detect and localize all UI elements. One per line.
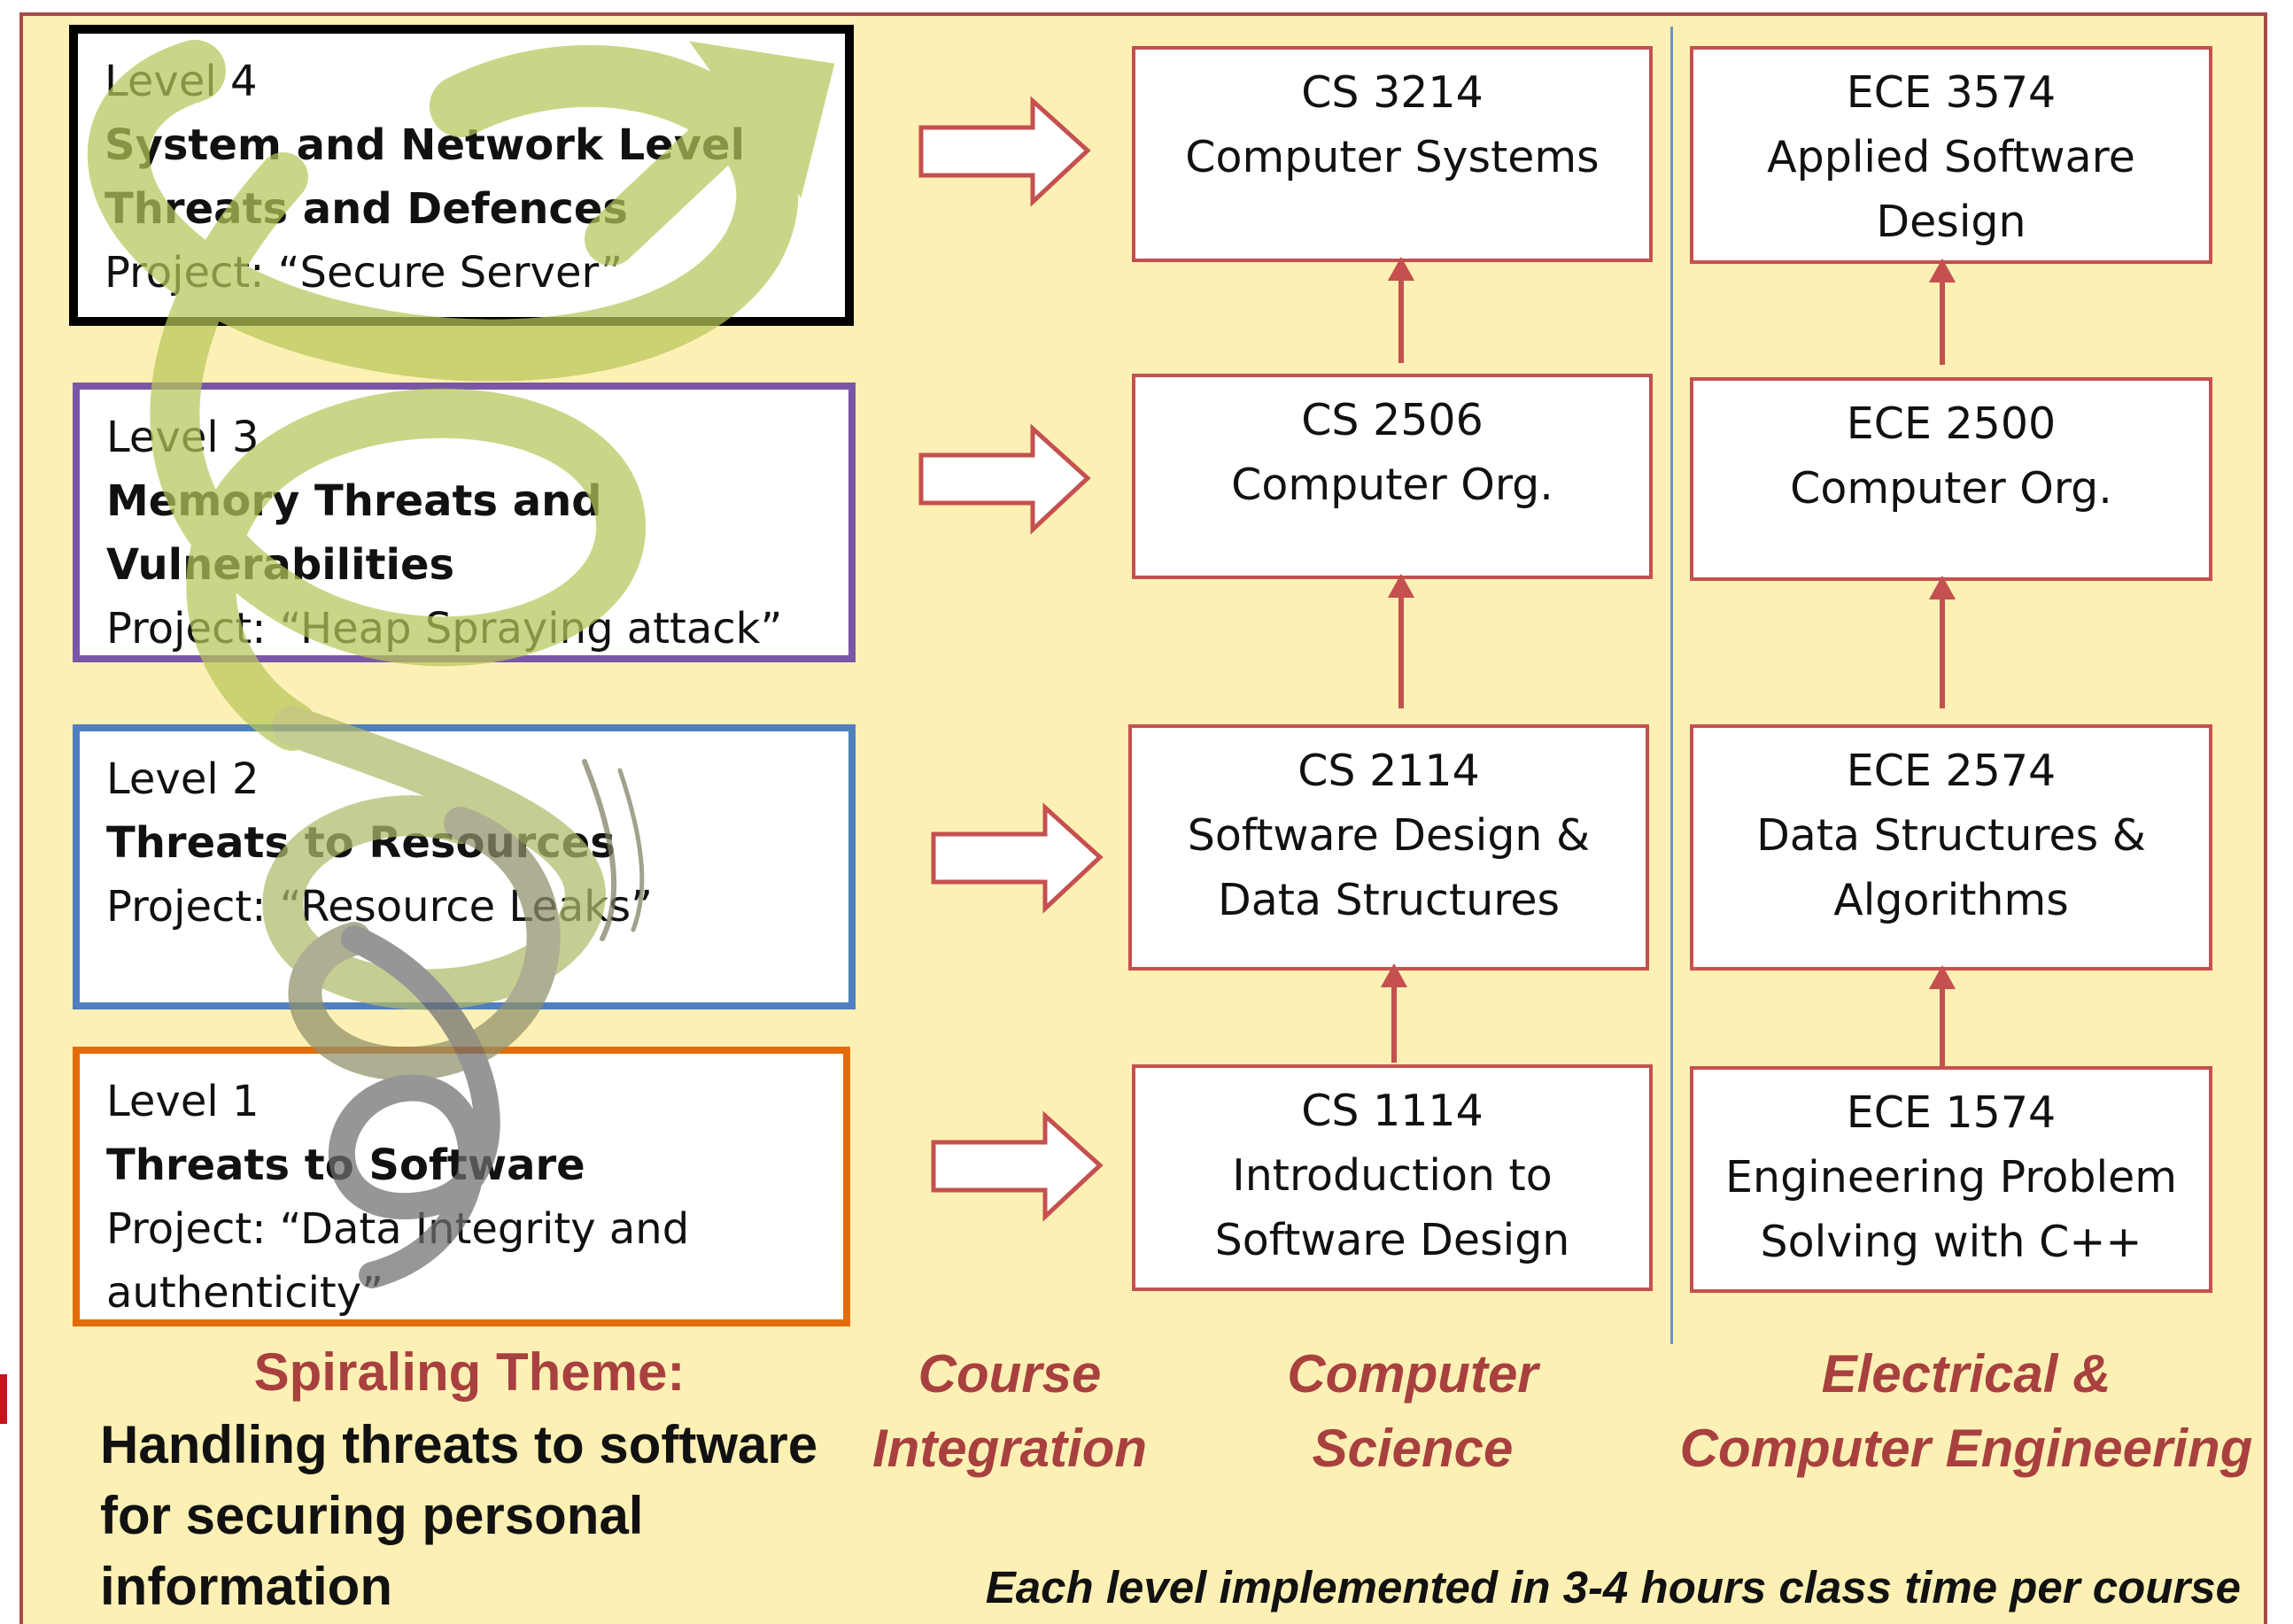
spiral-middle-loop (262, 706, 606, 1010)
footnote: Each level implemented in 3-4 hours clas… (985, 1562, 2241, 1612)
integration-arrow-icon (918, 423, 1091, 535)
ece-2500-box: ECE 2500 Computer Org. (1690, 377, 2212, 581)
level-heading: Level 1 (106, 1077, 260, 1126)
course-name: Engineering Problem (1725, 1152, 2177, 1203)
course-name: Solving with C++ (1760, 1217, 2142, 1267)
course-code: CS 2114 (1298, 746, 1480, 796)
course-name: Computer Org. (1790, 463, 2112, 514)
up-arrow-icon-head (1928, 575, 1956, 599)
spiral-tail (328, 925, 500, 1288)
course-integration-label: Course Integration (850, 1337, 1169, 1486)
cs-2506-box: CS 2506 Computer Org. (1132, 374, 1653, 579)
label-line: Electrical & (1821, 1344, 2111, 1404)
level-title: System and Network Level Threats and Def… (105, 120, 746, 234)
course-name: Design (1876, 197, 2026, 247)
up-arrow-icon-head (1380, 963, 1408, 987)
spiral-streak-1 (582, 759, 617, 941)
cs-3214-box: CS 3214 Computer Systems (1132, 46, 1653, 262)
course-name: Computer Org. (1231, 460, 1553, 510)
spiral-arrow-shaft (585, 71, 788, 266)
integration-arrow-icon (931, 1110, 1104, 1222)
up-arrow-icon-head (1928, 964, 1956, 989)
ece-3574-box: ECE 3574 Applied Software Design (1690, 46, 2212, 264)
ece-1574-box: ECE 1574 Engineering Problem Solving wit… (1690, 1066, 2212, 1293)
label-line: Integration (872, 1419, 1147, 1478)
integration-arrow-icon (918, 96, 1091, 207)
level-heading: Level 2 (106, 754, 260, 804)
cs-1114-box: CS 1114 Introduction to Software Design (1132, 1064, 1653, 1291)
spiral-outer-loop (87, 40, 799, 382)
cs-2114-box: CS 2114 Software Design & Data Structure… (1128, 724, 1649, 971)
course-name: Data Structures & (1756, 810, 2146, 861)
course-code: ECE 1574 (1846, 1087, 2057, 1138)
computer-science-label: Computer Science (1240, 1337, 1585, 1486)
course-name: Computer Systems (1185, 132, 1600, 182)
label-line: Course (918, 1344, 1102, 1404)
course-code: CS 2506 (1301, 395, 1483, 445)
integration-arrow-icon (931, 802, 1104, 914)
course-name: Software Design & (1187, 810, 1591, 861)
spiraling-theme-description: Handling threats to software for securin… (100, 1415, 818, 1616)
course-code: ECE 3574 (1846, 67, 2057, 118)
course-code: ECE 2500 (1846, 398, 2057, 449)
spiral-lower-loop (288, 807, 561, 1081)
course-name: Software Design (1214, 1215, 1570, 1265)
spiral-streak-2 (617, 768, 645, 932)
edge-fragment (0, 1374, 7, 1424)
course-name: Applied Software (1767, 132, 2135, 182)
label-line: Computer Engineering (1679, 1419, 2253, 1478)
spiraling-theme-title: Spiraling Theme: (253, 1342, 686, 1402)
label-line: Computer (1287, 1344, 1538, 1404)
course-name: Introduction to (1232, 1150, 1553, 1201)
course-code: CS 1114 (1301, 1086, 1483, 1136)
label-line: Science (1312, 1419, 1514, 1478)
up-arrow-icon-head (1387, 573, 1415, 598)
spiral-upper-body (150, 152, 647, 751)
column-divider (1670, 27, 1673, 1344)
course-code: CS 3214 (1301, 67, 1483, 118)
spiral-arrow-head (689, 41, 835, 198)
up-arrow-icon-head (1387, 256, 1415, 281)
course-name: Algorithms (1833, 875, 2069, 925)
ece-label: Electrical & Computer Engineering (1674, 1337, 2258, 1486)
up-arrow-icon-head (1928, 258, 1956, 282)
ece-2574-box: ECE 2574 Data Structures & Algorithms (1690, 724, 2212, 971)
course-name: Data Structures (1217, 875, 1561, 925)
course-code: ECE 2574 (1846, 746, 2057, 796)
